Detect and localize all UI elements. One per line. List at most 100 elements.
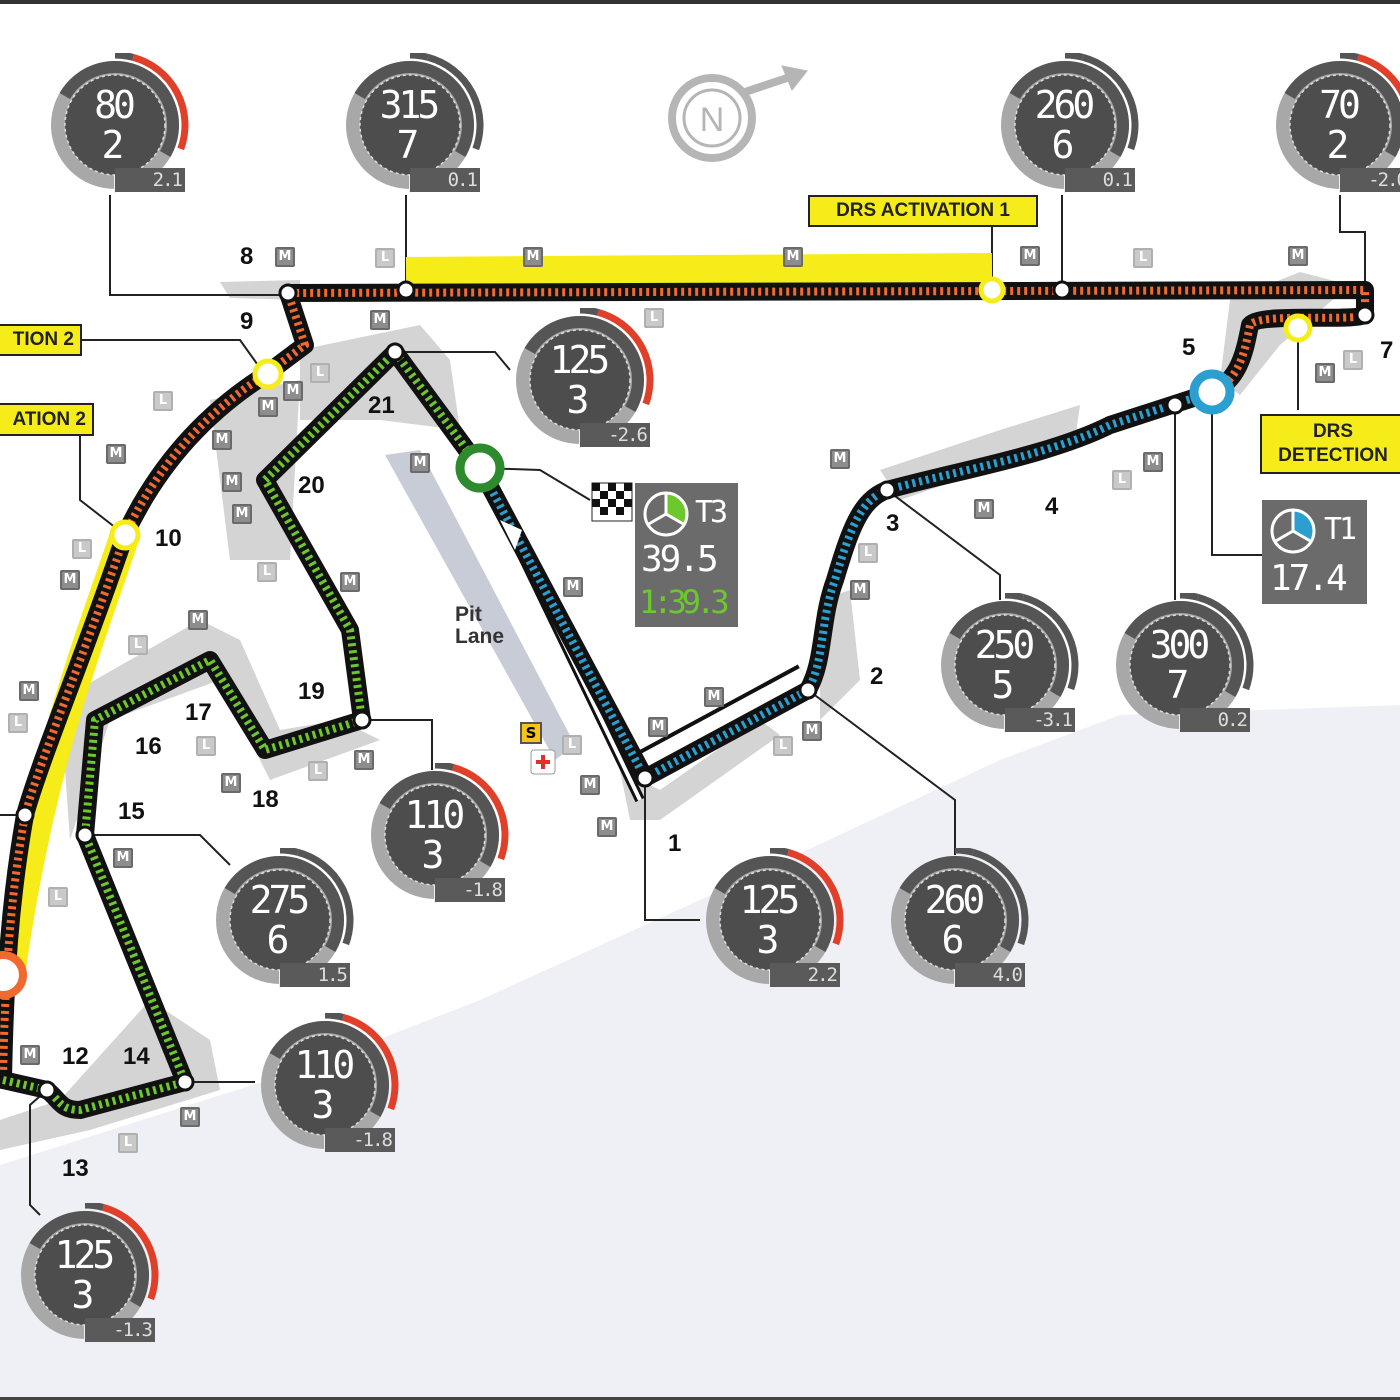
tyre-tag: M [370, 310, 390, 330]
tyre-tag: M [410, 453, 430, 473]
tyre-tag: M [340, 572, 360, 592]
sector-2-marker [0, 951, 27, 999]
gauge-gear: 3 [71, 1273, 95, 1317]
tyre-tag: L [153, 391, 173, 411]
tyre-tag: L [644, 308, 664, 328]
tyre-tag: L [8, 713, 28, 733]
turn-number: 8 [240, 243, 254, 270]
gauge-speed: 315 [379, 83, 441, 127]
tyre-tag: L [1133, 248, 1153, 268]
tyre-tag: M [850, 580, 870, 600]
gauge-g-force: 2.2 [770, 963, 840, 987]
gauge-gear: 3 [421, 833, 445, 877]
tyre-tag: M [1020, 246, 1040, 266]
drs-points [109, 276, 1313, 551]
tyre-tag: L [310, 363, 330, 383]
gauge-gear: 3 [311, 1083, 335, 1127]
turn-number: 16 [135, 733, 162, 760]
drs-zone-1 [405, 253, 993, 287]
tyre-tag: M [232, 504, 252, 524]
gauge-speed: 260 [924, 878, 986, 922]
tyre-tag: M [523, 247, 543, 267]
turn-number: 20 [298, 472, 325, 499]
turn-number: 9 [240, 308, 254, 335]
gauge-speed: 110 [404, 793, 466, 837]
marina-land [430, 845, 690, 1000]
gauge-gear: 7 [396, 123, 420, 167]
tyre-tag: L [1343, 350, 1363, 370]
tyre-tag: M [19, 681, 39, 701]
turn-number: 21 [368, 392, 395, 419]
tyre-tag: M [212, 430, 232, 450]
tyre-tag: M [60, 570, 80, 590]
turn-number: 18 [252, 786, 279, 813]
gauge-dial-icon [371, 761, 509, 903]
tyre-tag: M [1288, 246, 1308, 266]
gauge-g-force: 2.1 [115, 168, 185, 192]
tyre-tag: M [275, 247, 295, 267]
gauge-speed: 110 [294, 1043, 356, 1087]
gauge-g-force: 0.1 [410, 168, 480, 192]
turn-number: 15 [118, 798, 145, 825]
tyre-tag: L [375, 248, 395, 268]
gauge-g-force: 0.2 [1180, 708, 1250, 732]
tyre-tag: M [20, 1045, 40, 1065]
tyre-tag: M [113, 848, 133, 868]
tyre-tag: M [283, 381, 303, 401]
gauge-gear: 6 [941, 918, 965, 962]
tyre-tag: L [72, 539, 92, 559]
sector-3-wheel-icon [643, 491, 689, 537]
gauge-g-force: -2.6 [580, 423, 650, 447]
compass-label: N [700, 101, 725, 139]
gauge-gear: 7 [1166, 663, 1190, 707]
gauge-speed: 125 [739, 878, 801, 922]
tyre-tag: L [773, 736, 793, 756]
top-border [0, 0, 1400, 4]
drs-detection-line2: DETECTION [1278, 445, 1388, 466]
gauge-dial-icon [1276, 51, 1400, 193]
turn-nodes [15, 280, 1375, 1100]
turn-number: 12 [62, 1043, 89, 1070]
checkered-flag-icon [591, 482, 633, 522]
gauge-speed: 300 [1149, 623, 1211, 667]
gauge-dial-icon [1116, 591, 1254, 733]
tyre-tag: M [221, 773, 241, 793]
gauge-speed: 125 [549, 338, 611, 382]
track-sector-3 [2, 348, 484, 1114]
track-outline [0, 281, 1374, 1089]
tyre-tag: M [597, 817, 617, 837]
gauge-speed: 275 [249, 878, 311, 922]
tyre-tag: M [830, 449, 850, 469]
gauge-gear: 2 [101, 123, 125, 167]
tyre-tag: L [128, 635, 148, 655]
gauge-dial-icon [706, 846, 844, 988]
gauge-speed: 250 [974, 623, 1036, 667]
tyre-tag: L [562, 735, 582, 755]
pit-lane-line1: Pit [455, 603, 482, 626]
gauge-g-force: 1.5 [280, 963, 350, 987]
gauge-dial-icon [261, 1011, 399, 1153]
tyre-tag: L [196, 736, 216, 756]
tyre-tag: L [48, 887, 68, 907]
gauge-g-force: -3.1 [1005, 708, 1075, 732]
gauge-gear: 2 [1326, 123, 1350, 167]
sector-1-time: 17.4 [1270, 558, 1348, 599]
sector-1-label: T1 [1324, 512, 1357, 547]
gauge-gear: 6 [266, 918, 290, 962]
gauge-dial-icon [216, 846, 354, 988]
gauge-g-force: -1.3 [85, 1318, 155, 1342]
pit-lane-line2: Lane [455, 625, 505, 648]
tyre-tag: M [704, 687, 724, 707]
drs-detection-label: DRS DETECTION [1260, 414, 1400, 474]
direction-arrow-icon [500, 520, 522, 550]
gauge-speed: 80 [94, 83, 136, 127]
tyre-tag: M [222, 472, 242, 492]
turn-number: 13 [62, 1155, 89, 1182]
